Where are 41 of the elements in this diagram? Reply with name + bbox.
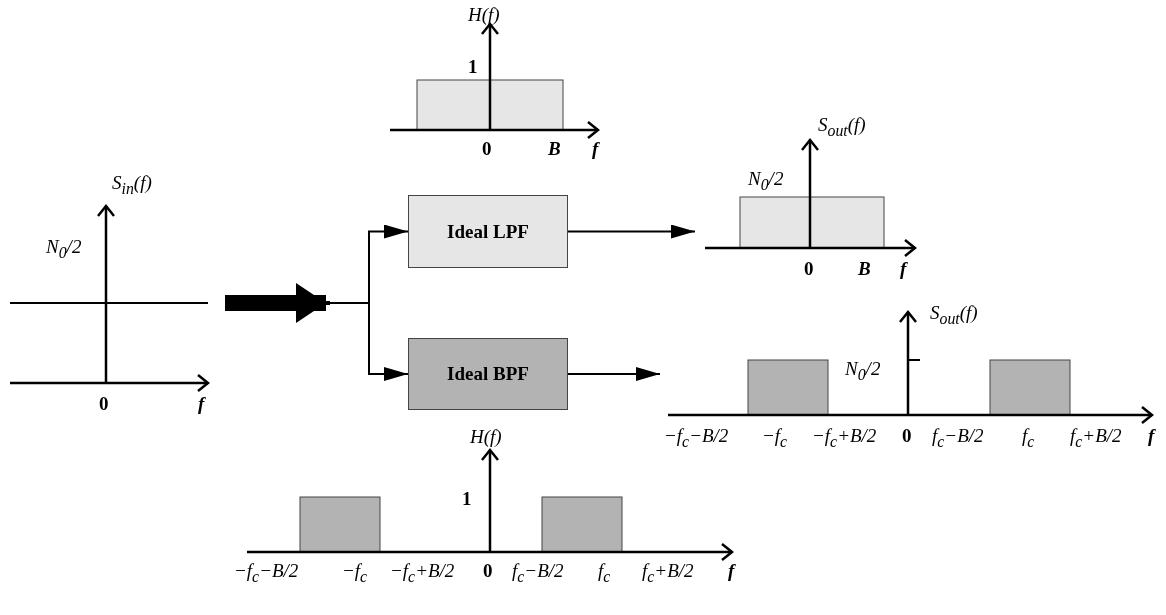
- tick-label: B: [858, 258, 871, 280]
- tick-label: 0: [804, 258, 814, 280]
- axis-label: H(f): [470, 426, 502, 448]
- tick-label: B: [548, 138, 561, 160]
- axis-label: S$_{in}$(f): [112, 172, 152, 199]
- tick-label: f$_{c}$: [1022, 425, 1035, 452]
- tick-label: −f$_{c}$: [342, 560, 368, 587]
- tick-label: 0: [483, 560, 493, 582]
- tick-label: f$_{c}$−B/2: [512, 560, 564, 587]
- tick-label: −f$_{c}$+B/2: [812, 425, 877, 452]
- tick-label: f$_{c}$: [598, 560, 611, 587]
- axis-label: S$_{out}$(f): [818, 114, 866, 141]
- tick-label: f$_{c}$−B/2: [932, 425, 984, 452]
- tick-label: 0: [99, 393, 109, 415]
- tick-label: 0: [482, 138, 492, 160]
- axis-label: f: [592, 138, 599, 160]
- level-label: N$_{0}$/2: [748, 168, 784, 195]
- block-arrow: [225, 283, 326, 323]
- tick-label: f$_{c}$+B/2: [1070, 425, 1122, 452]
- arrow: [329, 302, 409, 381]
- axis-label: S$_{out}$(f): [930, 302, 978, 329]
- filter-block: Ideal BPF: [408, 338, 568, 410]
- tick-label: −f$_{c}$+B/2: [390, 560, 455, 587]
- tick-label: −f$_{c}$−B/2: [664, 425, 729, 452]
- junction-point: [326, 301, 330, 305]
- tick-label: −f$_{c}$−B/2: [234, 560, 299, 587]
- arrow: [567, 367, 661, 381]
- axis-label: f: [900, 258, 907, 280]
- tick-label: f$_{c}$+B/2: [642, 560, 694, 587]
- arrow: [567, 224, 696, 239]
- tick-label: −f$_{c}$: [762, 425, 788, 452]
- axis-label: f: [198, 393, 205, 415]
- tick-label: 0: [902, 425, 912, 447]
- level-label: N$_{0}$/2: [845, 358, 881, 385]
- axis-label: H(f): [468, 4, 500, 26]
- axis-label: f: [1148, 425, 1155, 447]
- level-label: N$_{0}$/2: [46, 236, 82, 263]
- level-label: 1: [468, 56, 478, 78]
- level-label: 1: [462, 488, 472, 510]
- filter-block: Ideal LPF: [408, 195, 568, 268]
- axis-label: f: [728, 560, 735, 582]
